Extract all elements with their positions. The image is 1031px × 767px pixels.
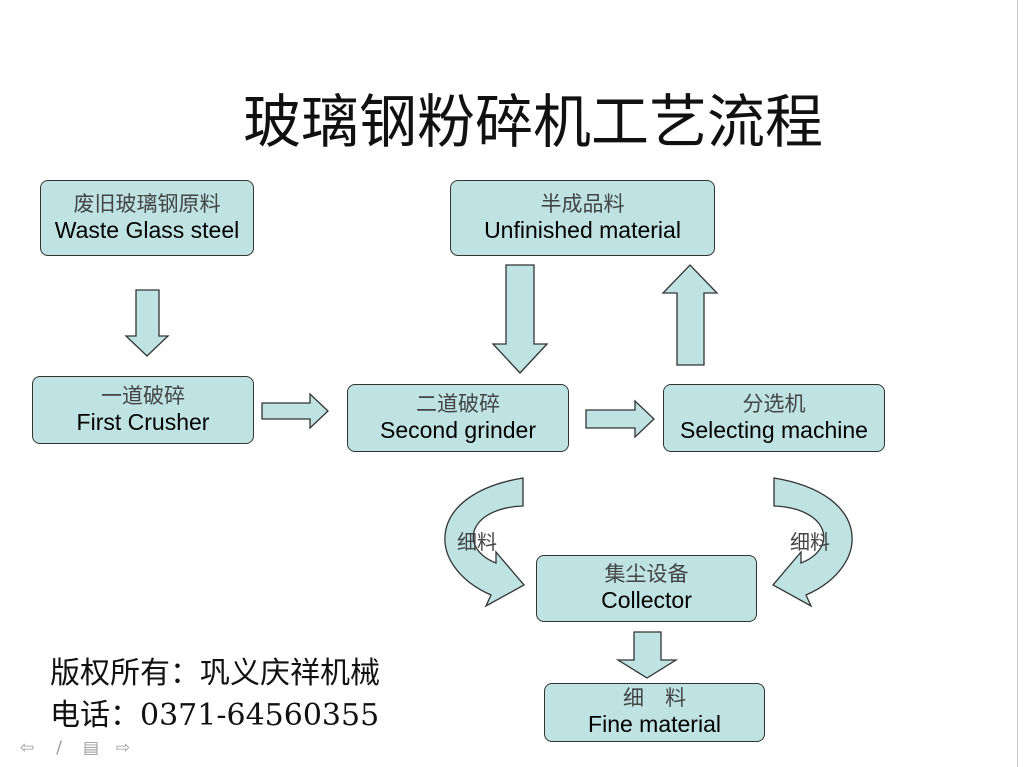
node-label-en: Unfinished material	[484, 216, 681, 243]
node-collector: 集尘设备 Collector	[536, 555, 757, 622]
node-label-zh: 一道破碎	[101, 383, 185, 408]
node-label-zh: 集尘设备	[604, 562, 689, 587]
slide-edge-divider	[1017, 0, 1018, 767]
edge-label-left: 细料	[457, 530, 497, 554]
curved-arrow-right	[771, 477, 853, 608]
node-label-zh: 细 料	[623, 686, 686, 711]
node-label-zh: 半成品料	[540, 191, 625, 216]
slide-nav-controls: ⇦ ∕ ▤ ⇨	[16, 738, 134, 758]
back-arrow-icon[interactable]: ⇦	[19, 738, 35, 758]
phone-text: 电话：0371-64560355	[50, 698, 380, 733]
arrow-second-to-selecting	[585, 399, 655, 439]
arrow-selecting-to-unfinished	[661, 264, 719, 366]
copyright-text: 版权所有：巩义庆祥机械	[50, 656, 380, 691]
node-first-crusher: 一道破碎 First Crusher	[32, 376, 254, 444]
arrow-unfinished-to-second	[491, 264, 549, 374]
forward-arrow-icon[interactable]: ⇨	[115, 738, 131, 758]
node-waste-glass-steel: 废旧玻璃钢原料 Waste Glass steel	[40, 180, 254, 256]
node-selecting-machine: 分选机 Selecting machine	[663, 384, 885, 452]
node-label-en: Waste Glass steel	[54, 216, 240, 243]
edge-label-right: 细料	[790, 530, 830, 554]
node-label-en: Selecting machine	[680, 416, 868, 443]
node-label-en: Collector	[601, 587, 692, 614]
menu-icon[interactable]: ▤	[82, 738, 100, 758]
node-label-en: First Crusher	[76, 408, 210, 435]
node-second-grinder: 二道破碎 Second grinder	[347, 384, 569, 452]
node-label-en: Second grinder	[380, 416, 536, 443]
arrow-raw-to-first	[124, 289, 170, 357]
arrow-collector-to-fine	[615, 631, 679, 679]
pen-icon[interactable]: ∕	[56, 738, 62, 758]
node-unfinished-material: 半成品料 Unfinished material	[450, 180, 715, 256]
node-label-zh: 分选机	[742, 391, 806, 416]
node-label-zh: 二道破碎	[416, 391, 500, 416]
node-fine-material: 细 料 Fine material	[544, 683, 765, 742]
node-label-en: Fine material	[588, 711, 721, 738]
curved-arrow-left	[444, 477, 526, 608]
node-label-zh: 废旧玻璃钢原料	[73, 191, 221, 216]
arrow-first-to-second	[261, 392, 329, 430]
page-title: 玻璃钢粉碎机工艺流程	[243, 88, 824, 156]
